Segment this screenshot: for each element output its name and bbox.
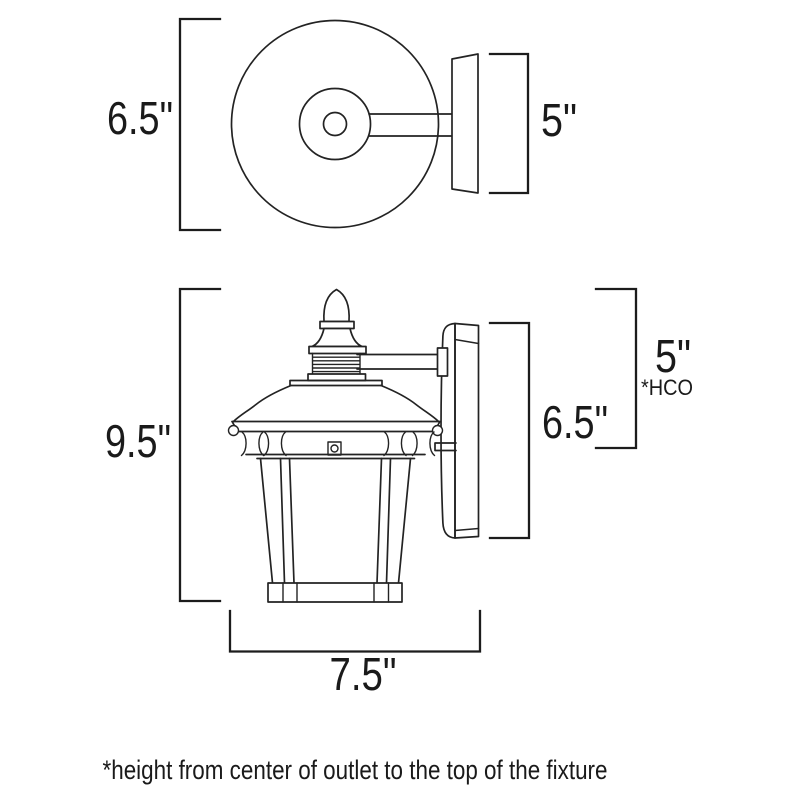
outlet-to-top-label: 5" [655, 330, 691, 382]
backplate-height-label: 6.5" [542, 396, 608, 448]
lantern-shoulder [240, 431, 436, 460]
base-band-joints [282, 582, 390, 603]
screw-plate [327, 441, 342, 456]
wall-plate-face [454, 322, 480, 539]
base-band [267, 582, 403, 603]
finial-knob [323, 288, 350, 323]
overall-projection-bracket [228, 609, 482, 653]
upper-arm-boss [436, 347, 449, 377]
top-view-height-bracket [178, 17, 222, 232]
rim-bead-right [431, 424, 444, 437]
backplate-outer-circle [230, 19, 440, 229]
top-view-projection-bracket [488, 52, 530, 195]
finial-flare [311, 327, 363, 348]
roof-rim-band [231, 420, 441, 433]
side-view-drawing: 9.5" 7.5" 6.5" 5" *HCO [105, 287, 693, 700]
finial-ring [319, 320, 355, 330]
rim-bead-left [227, 424, 240, 437]
overall-height-label: 9.5" [105, 415, 171, 467]
lantern-cage [259, 457, 412, 603]
lantern-roof [227, 379, 444, 437]
hco-note-label: *HCO [641, 375, 693, 400]
upper-mount-arm [356, 353, 439, 370]
overall-projection-label: 7.5" [330, 648, 397, 700]
backplate-height-bracket [488, 321, 531, 540]
mount-arm-top-view [368, 113, 454, 137]
top-view-projection-label: 5" [541, 94, 577, 146]
lower-mount-arm [434, 442, 457, 452]
screw-head [330, 444, 339, 453]
wall-plate-bevel-lines [454, 338, 480, 532]
roof-bell-curve [232, 384, 440, 423]
overall-height-bracket [178, 287, 222, 603]
finial-step-band [308, 345, 367, 355]
top-view-height-label: 6.5" [107, 92, 173, 144]
wall-plate-top-view [451, 53, 479, 194]
finial-tip-circle [322, 111, 348, 137]
finial-base-circle [298, 87, 372, 161]
top-view-drawing: 6.5" 5" [107, 17, 577, 232]
cage-frame-columns [259, 457, 412, 584]
shoulder-bands [245, 453, 426, 460]
corner-scrolls [240, 431, 436, 457]
roof-top-plate [289, 379, 383, 387]
footnote: *height from center of outlet to the top… [103, 755, 608, 785]
outlet-to-top-bracket [594, 287, 638, 450]
finial-ribbed-neck [311, 352, 361, 375]
finial-collar [307, 373, 367, 382]
lantern-finial [307, 288, 367, 382]
